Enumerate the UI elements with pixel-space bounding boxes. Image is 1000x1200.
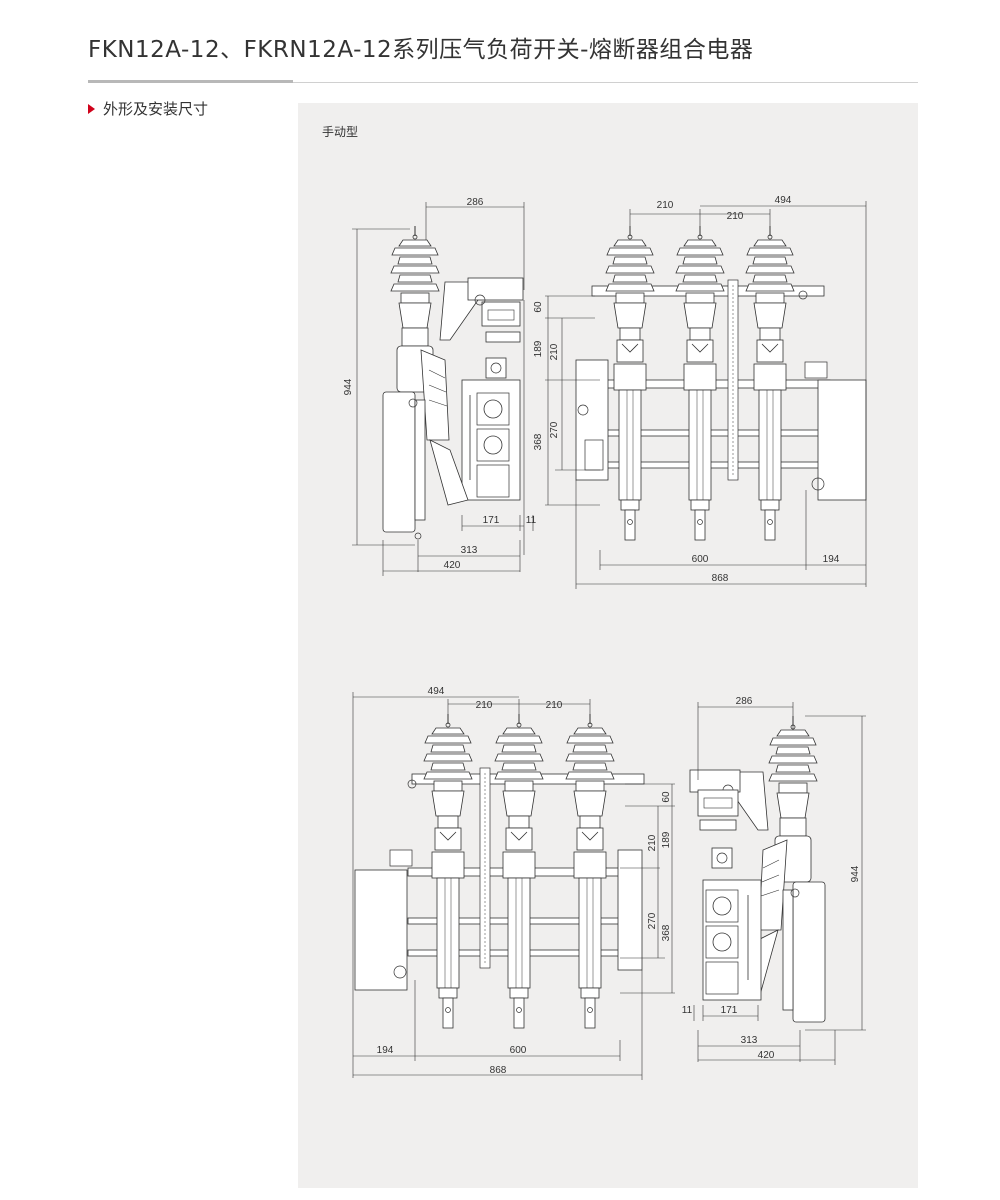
dim-494-bottom: 494	[428, 686, 445, 697]
section-title: 外形及安装尺寸	[103, 100, 209, 118]
dim-210-v-top: 210	[549, 343, 560, 360]
dim-313-bottom: 313	[741, 1035, 758, 1046]
dim-600-bottom: 600	[510, 1045, 527, 1056]
variant-label: 手动型	[322, 125, 359, 139]
dim-60-bottom: 60	[661, 791, 672, 803]
dim-194-bottom: 194	[377, 1045, 394, 1056]
dim-368-bottom: 368	[661, 924, 672, 941]
dim-420-bottom: 420	[758, 1050, 775, 1061]
dim-194-top: 194	[823, 554, 840, 565]
section-heading: 外形及安装尺寸	[88, 98, 208, 119]
dim-420-top: 420	[444, 560, 461, 571]
dim-60-top: 60	[533, 301, 544, 313]
dim-600-top: 600	[692, 554, 709, 565]
side-view-top: 286 944 171 11 313 420	[343, 197, 537, 576]
dim-210-b-top: 210	[727, 211, 744, 222]
dim-210-a-bottom: 210	[476, 700, 493, 711]
dim-270-bottom: 270	[647, 912, 658, 929]
dim-944-bottom: 944	[850, 865, 861, 882]
dim-494-top: 494	[775, 195, 792, 206]
dim-286-bottom: 286	[736, 696, 753, 707]
dim-286-top: 286	[467, 197, 484, 208]
dim-944-top: 944	[343, 378, 354, 395]
dim-210-v-bottom: 210	[647, 834, 658, 851]
dim-171-top: 171	[483, 515, 500, 526]
dim-171-bottom: 171	[721, 1005, 738, 1016]
dim-868-bottom: 868	[490, 1065, 507, 1076]
dim-189-top: 189	[533, 340, 544, 357]
dim-313-top: 313	[461, 545, 478, 556]
dim-210-a-top: 210	[657, 200, 674, 211]
dim-868-top: 868	[712, 573, 729, 584]
page-title: FKN12A-12、FKRN12A-12系列压气负荷开关-熔断器组合电器	[88, 37, 754, 63]
side-view-bottom: 286 944 11 171 313 420	[682, 696, 866, 1065]
dim-189-bottom: 189	[661, 831, 672, 848]
triangle-bullet-icon	[88, 103, 95, 114]
title-divider	[88, 82, 918, 83]
front-view-bottom: 494 210 210 60 189 210 270 368 194 600 8…	[352, 686, 675, 1080]
dim-210-b-bottom: 210	[546, 700, 563, 711]
dim-11-bottom: 11	[682, 1005, 693, 1016]
dim-270-top: 270	[549, 421, 560, 438]
dim-368-top: 368	[533, 433, 544, 450]
dim-11-top: 11	[526, 515, 537, 526]
title-divider-accent	[88, 80, 293, 83]
front-view-top: 210 210 494 60 189 210 270 368 600 194 8…	[533, 195, 867, 589]
